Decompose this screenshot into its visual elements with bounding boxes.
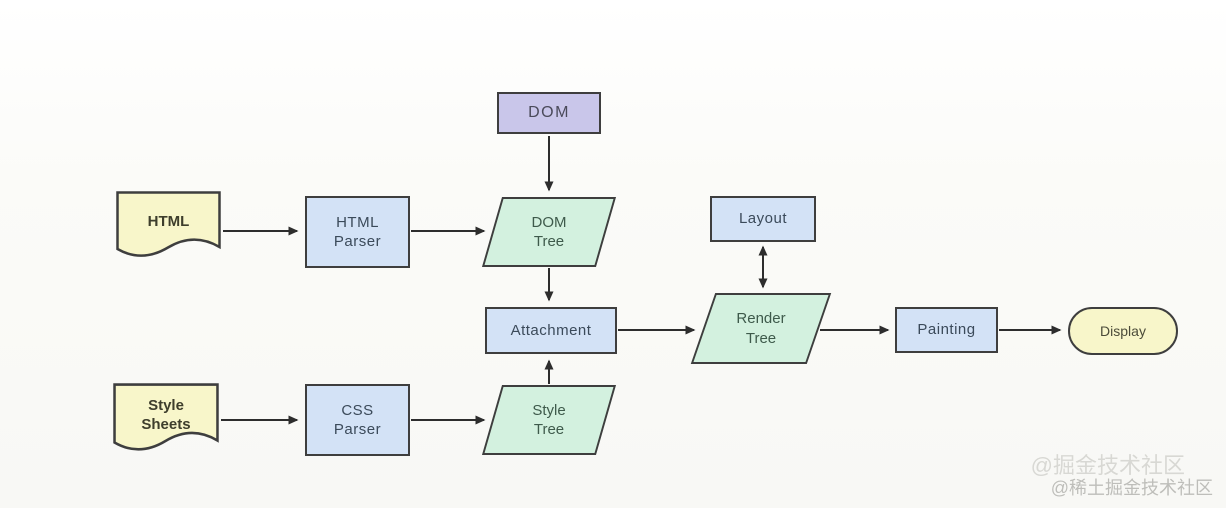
node-html-document: HTML xyxy=(115,190,222,268)
node-layout: Layout xyxy=(710,196,816,242)
node-label: Attachment xyxy=(510,321,592,339)
node-label: Display xyxy=(1100,322,1146,339)
node-label: HTML xyxy=(147,213,190,231)
node-html-parser: HTML Parser xyxy=(305,196,410,268)
node-label: Painting xyxy=(917,321,976,339)
node-dom-tree: DOM Tree xyxy=(480,197,618,267)
node-display: Display xyxy=(1068,307,1178,355)
watermark-juejin: @掘金技术社区 xyxy=(1030,453,1185,478)
node-label: CSS Parser xyxy=(333,401,382,439)
node-label: DOM xyxy=(528,103,570,121)
node-label: DOM Tree xyxy=(531,213,567,251)
document-shape xyxy=(113,383,219,451)
node-painting: Painting xyxy=(895,307,998,353)
node-style-sheets: Style Sheets xyxy=(112,382,220,462)
node-dom: DOM xyxy=(497,92,601,134)
document-shape xyxy=(116,191,221,257)
node-label: Style Sheets xyxy=(141,396,191,434)
node-render-tree: Render Tree xyxy=(688,293,834,364)
node-css-parser: CSS Parser xyxy=(305,384,410,456)
node-label: HTML Parser xyxy=(333,213,382,251)
node-style-tree: Style Tree xyxy=(480,385,618,455)
node-label: Layout xyxy=(738,210,788,228)
watermark-xitu-juejin: @稀土掘金技术社区 xyxy=(1050,478,1213,498)
node-label: Style Tree xyxy=(532,401,566,439)
node-attachment: Attachment xyxy=(485,307,617,354)
node-label: Render Tree xyxy=(736,310,786,347)
